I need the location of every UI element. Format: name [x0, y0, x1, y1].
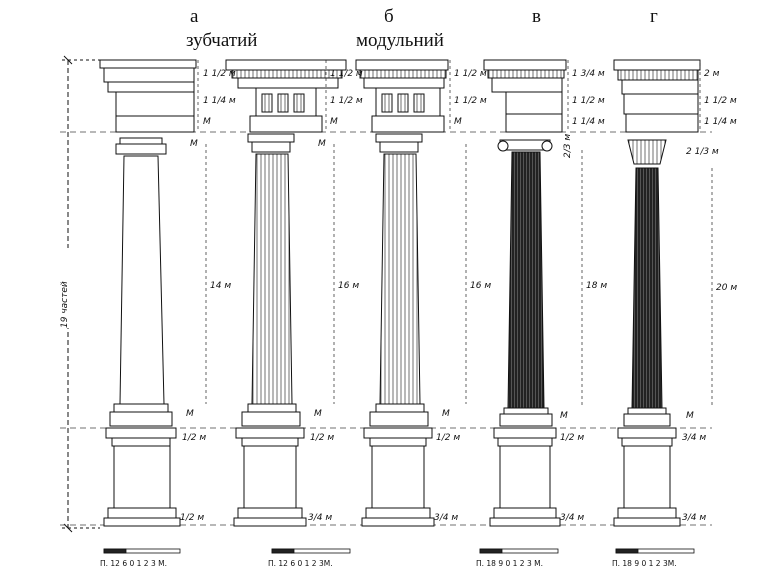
a-base-label: М [186, 409, 194, 419]
scale-label-g: П. 18 9 0 1 2 3М. [612, 559, 677, 568]
dimension-lines [197, 60, 713, 408]
labels-column-g: 2 м 1 1/2 м 1 1/4 м 2 1/3 м 20 м М 3/4 м… [682, 69, 737, 523]
v-cornice-label: 1 3/4 м [572, 69, 605, 79]
v-pedestal-cornice-label: 1/2 м [560, 433, 584, 443]
scale-label-v: П. 18 9 0 1 2 3 М. [476, 559, 543, 568]
column-v-ionic [483, 59, 567, 527]
a-shaft-label: 14 м [210, 281, 231, 291]
column-g-corinthian [613, 59, 701, 527]
column-a-tuscan [99, 59, 197, 527]
v-frieze-label: 1 1/2 м [572, 96, 605, 106]
b1-base-label: М [314, 409, 322, 419]
b1-shaft-label: 16 м [338, 281, 359, 291]
header-letter-b: б [384, 6, 394, 27]
b2-shaft-label: 16 м [470, 281, 491, 291]
v-shaft-label: 18 м [586, 281, 607, 291]
a-pedestal-cornice-label: 1/2 м [182, 433, 206, 443]
a-pedestal-base-label: 1/2 м [180, 513, 204, 523]
v-capital-label: 2/3 м [563, 134, 573, 158]
b1-pedestal-base-label: 3/4 м [308, 513, 332, 523]
g-capital-label: 2 1/3 м [686, 147, 719, 157]
b2-cornice-label: 1 1/2 м [454, 69, 487, 79]
b1-architrave-label: М [330, 117, 338, 127]
scale-bars [103, 548, 695, 554]
b1-cornice-label: 1 1/2 м [330, 69, 363, 79]
g-architrave-label: 1 1/4 м [704, 117, 737, 127]
b1-frieze-label: 1 1/2 м [330, 96, 363, 106]
labels-column-a: 1 1/2 м 1 1/4 м М М 14 м М 1/2 м 1/2 м [180, 69, 236, 523]
b1-capital-label: М [318, 139, 326, 149]
b2-architrave-label: М [454, 117, 462, 127]
a-frieze-label: 1 1/4 м [203, 96, 236, 106]
b2-pedestal-cornice-label: 1/2 м [436, 433, 460, 443]
b2-pedestal-base-label: 3/4 м [434, 513, 458, 523]
b2-frieze-label: 1 1/2 м [454, 96, 487, 106]
v-base-label: М [560, 411, 568, 421]
g-frieze-label: 1 1/2 м [704, 96, 737, 106]
a-architrave-label: М [203, 117, 211, 127]
g-cornice-label: 2 м [704, 69, 720, 79]
labels-column-v: 1 3/4 м 1 1/2 м 1 1/4 м 2/3 м 18 м М 1/2… [560, 69, 607, 523]
g-shaft-label: 20 м [716, 283, 737, 293]
scale-label-a: П. 12 6 0 1 2 3 М. [100, 559, 167, 568]
header-letter-g: г [650, 6, 658, 27]
labels-column-b2: 1 1/2 м 1 1/2 м М 16 м М 1/2 м 3/4 м [434, 69, 491, 523]
total-height-label-bg [60, 248, 76, 328]
header-subtitle-a: зубчатий [186, 30, 258, 51]
g-pedestal-cornice-label: 3/4 м [682, 433, 706, 443]
a-capital-label: М [190, 139, 198, 149]
total-height-label: 19 частей [60, 281, 70, 328]
g-base-label: М [686, 411, 694, 421]
column-b2-doric-modillion [355, 59, 449, 527]
scale-label-b: П. 12 6 0 1 2 3М. [268, 559, 333, 568]
b1-pedestal-cornice-label: 1/2 м [310, 433, 334, 443]
header-letter-v: в [532, 6, 541, 27]
header-letter-a: а [190, 6, 199, 27]
header-subtitle-b: модульний [356, 30, 444, 51]
column-b1-doric-dentil [225, 59, 347, 527]
v-architrave-label: 1 1/4 м [572, 117, 605, 127]
g-pedestal-base-label: 3/4 м [682, 513, 706, 523]
b2-base-label: М [442, 409, 450, 419]
v-pedestal-base-label: 3/4 м [560, 513, 584, 523]
a-cornice-label: 1 1/2 м [203, 69, 236, 79]
labels-column-b1: 1 1/2 м 1 1/2 м М М 16 м М 1/2 м 3/4 м [308, 69, 363, 523]
